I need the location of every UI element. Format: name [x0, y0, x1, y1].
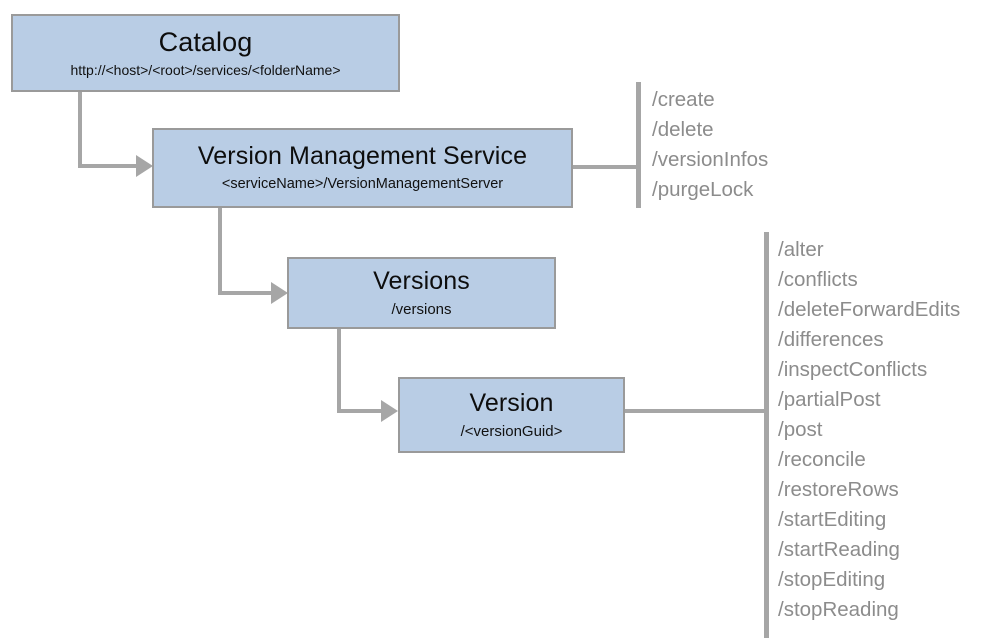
operation-post[interactable]: /post — [778, 418, 823, 441]
connector-service-to-versions-vertical — [218, 208, 222, 294]
operations-rail-service — [636, 82, 641, 208]
operations-list-version: /alter/conflicts/deleteForwardEdits/diff… — [778, 235, 960, 625]
connector-versions-to-version-horizontal — [337, 409, 384, 413]
operation-conflicts[interactable]: /conflicts — [778, 268, 858, 291]
operation-delete[interactable]: /delete — [652, 118, 714, 141]
connector-version-to-operations — [625, 409, 767, 413]
arrowhead-catalog-to-service — [136, 155, 153, 177]
node-catalog-title: Catalog — [158, 26, 253, 57]
connector-service-to-versions-horizontal — [218, 291, 274, 295]
node-catalog[interactable]: Catalog http://<host>/<root>/services/<f… — [11, 14, 400, 92]
connector-catalog-to-service-horizontal — [78, 164, 138, 168]
node-catalog-path: http://<host>/<root>/services/<folderNam… — [70, 62, 341, 79]
operation-purgelock[interactable]: /purgeLock — [652, 178, 754, 201]
operation-stopediting[interactable]: /stopEditing — [778, 568, 886, 591]
operation-startreading[interactable]: /startReading — [778, 538, 900, 561]
operation-create[interactable]: /create — [652, 88, 715, 111]
node-version-path: /<versionGuid> — [460, 422, 563, 440]
node-version-management-service-title: Version Management Service — [197, 141, 528, 170]
operation-restorerows[interactable]: /restoreRows — [778, 478, 899, 501]
connector-versions-to-version-vertical — [337, 329, 341, 412]
connector-service-to-operations — [572, 165, 640, 169]
node-version-management-service[interactable]: Version Management Service <serviceName>… — [152, 128, 573, 208]
connector-catalog-to-service-vertical — [78, 92, 82, 168]
node-version-title: Version — [469, 389, 554, 418]
operation-versioninfos[interactable]: /versionInfos — [652, 148, 769, 171]
arrowhead-service-to-versions — [271, 282, 288, 304]
operation-deleteforwardedits[interactable]: /deleteForwardEdits — [778, 298, 961, 321]
operation-reconcile[interactable]: /reconcile — [778, 448, 866, 471]
node-versions-title: Versions — [373, 267, 470, 296]
node-versions[interactable]: Versions /versions — [287, 257, 556, 329]
operations-rail-version — [764, 232, 769, 638]
operation-differences[interactable]: /differences — [778, 328, 884, 351]
node-versions-path: /versions — [391, 300, 452, 318]
node-version[interactable]: Version /<versionGuid> — [398, 377, 625, 453]
arrowhead-versions-to-version — [381, 400, 398, 422]
operations-list-service: /create/delete/versionInfos/purgeLock — [652, 85, 768, 205]
operation-inspectconflicts[interactable]: /inspectConflicts — [778, 358, 928, 381]
node-version-management-service-path: <serviceName>/VersionManagementServer — [221, 176, 504, 193]
operation-startediting[interactable]: /startEditing — [778, 508, 887, 531]
operation-stopreading[interactable]: /stopReading — [778, 598, 899, 621]
operation-alter[interactable]: /alter — [778, 238, 824, 261]
operation-partialpost[interactable]: /partialPost — [778, 388, 881, 411]
